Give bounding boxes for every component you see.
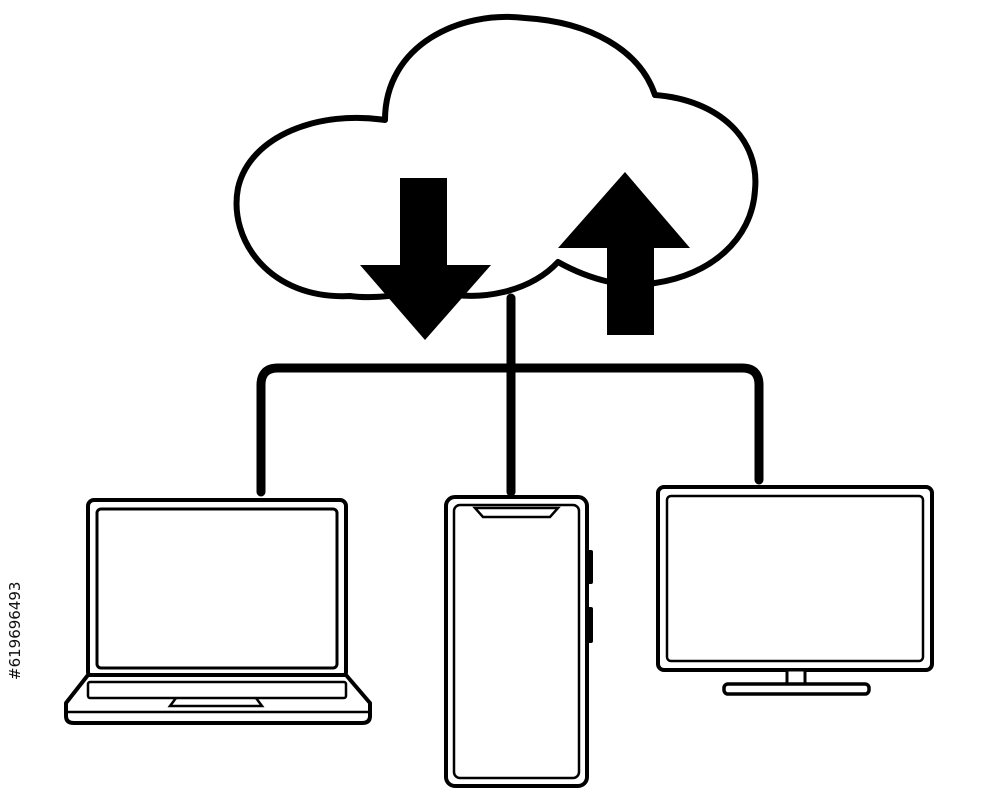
- phone-side-button-upper: [587, 550, 593, 584]
- laptop-icon: [64, 498, 372, 725]
- download-arrow-icon: [360, 178, 491, 340]
- laptop-trackpad: [167, 697, 265, 708]
- monitor-icon: [656, 485, 934, 696]
- phone-screen: [452, 503, 581, 780]
- laptop-keyboard: [86, 680, 348, 700]
- phone-notch: [472, 506, 561, 519]
- laptop-screen: [95, 507, 339, 670]
- branch-left-line: [256, 363, 516, 497]
- monitor-stand-base: [722, 682, 871, 696]
- smartphone-icon: [444, 495, 593, 788]
- stock-id-label: #619696493: [6, 581, 24, 680]
- cloud-icon: [233, 13, 759, 301]
- phone-side-button-lower: [587, 607, 593, 643]
- upload-arrow-icon: [558, 172, 690, 335]
- connector-lines: [256, 293, 764, 497]
- monitor-screen: [665, 494, 925, 663]
- branch-right-line: [506, 363, 764, 485]
